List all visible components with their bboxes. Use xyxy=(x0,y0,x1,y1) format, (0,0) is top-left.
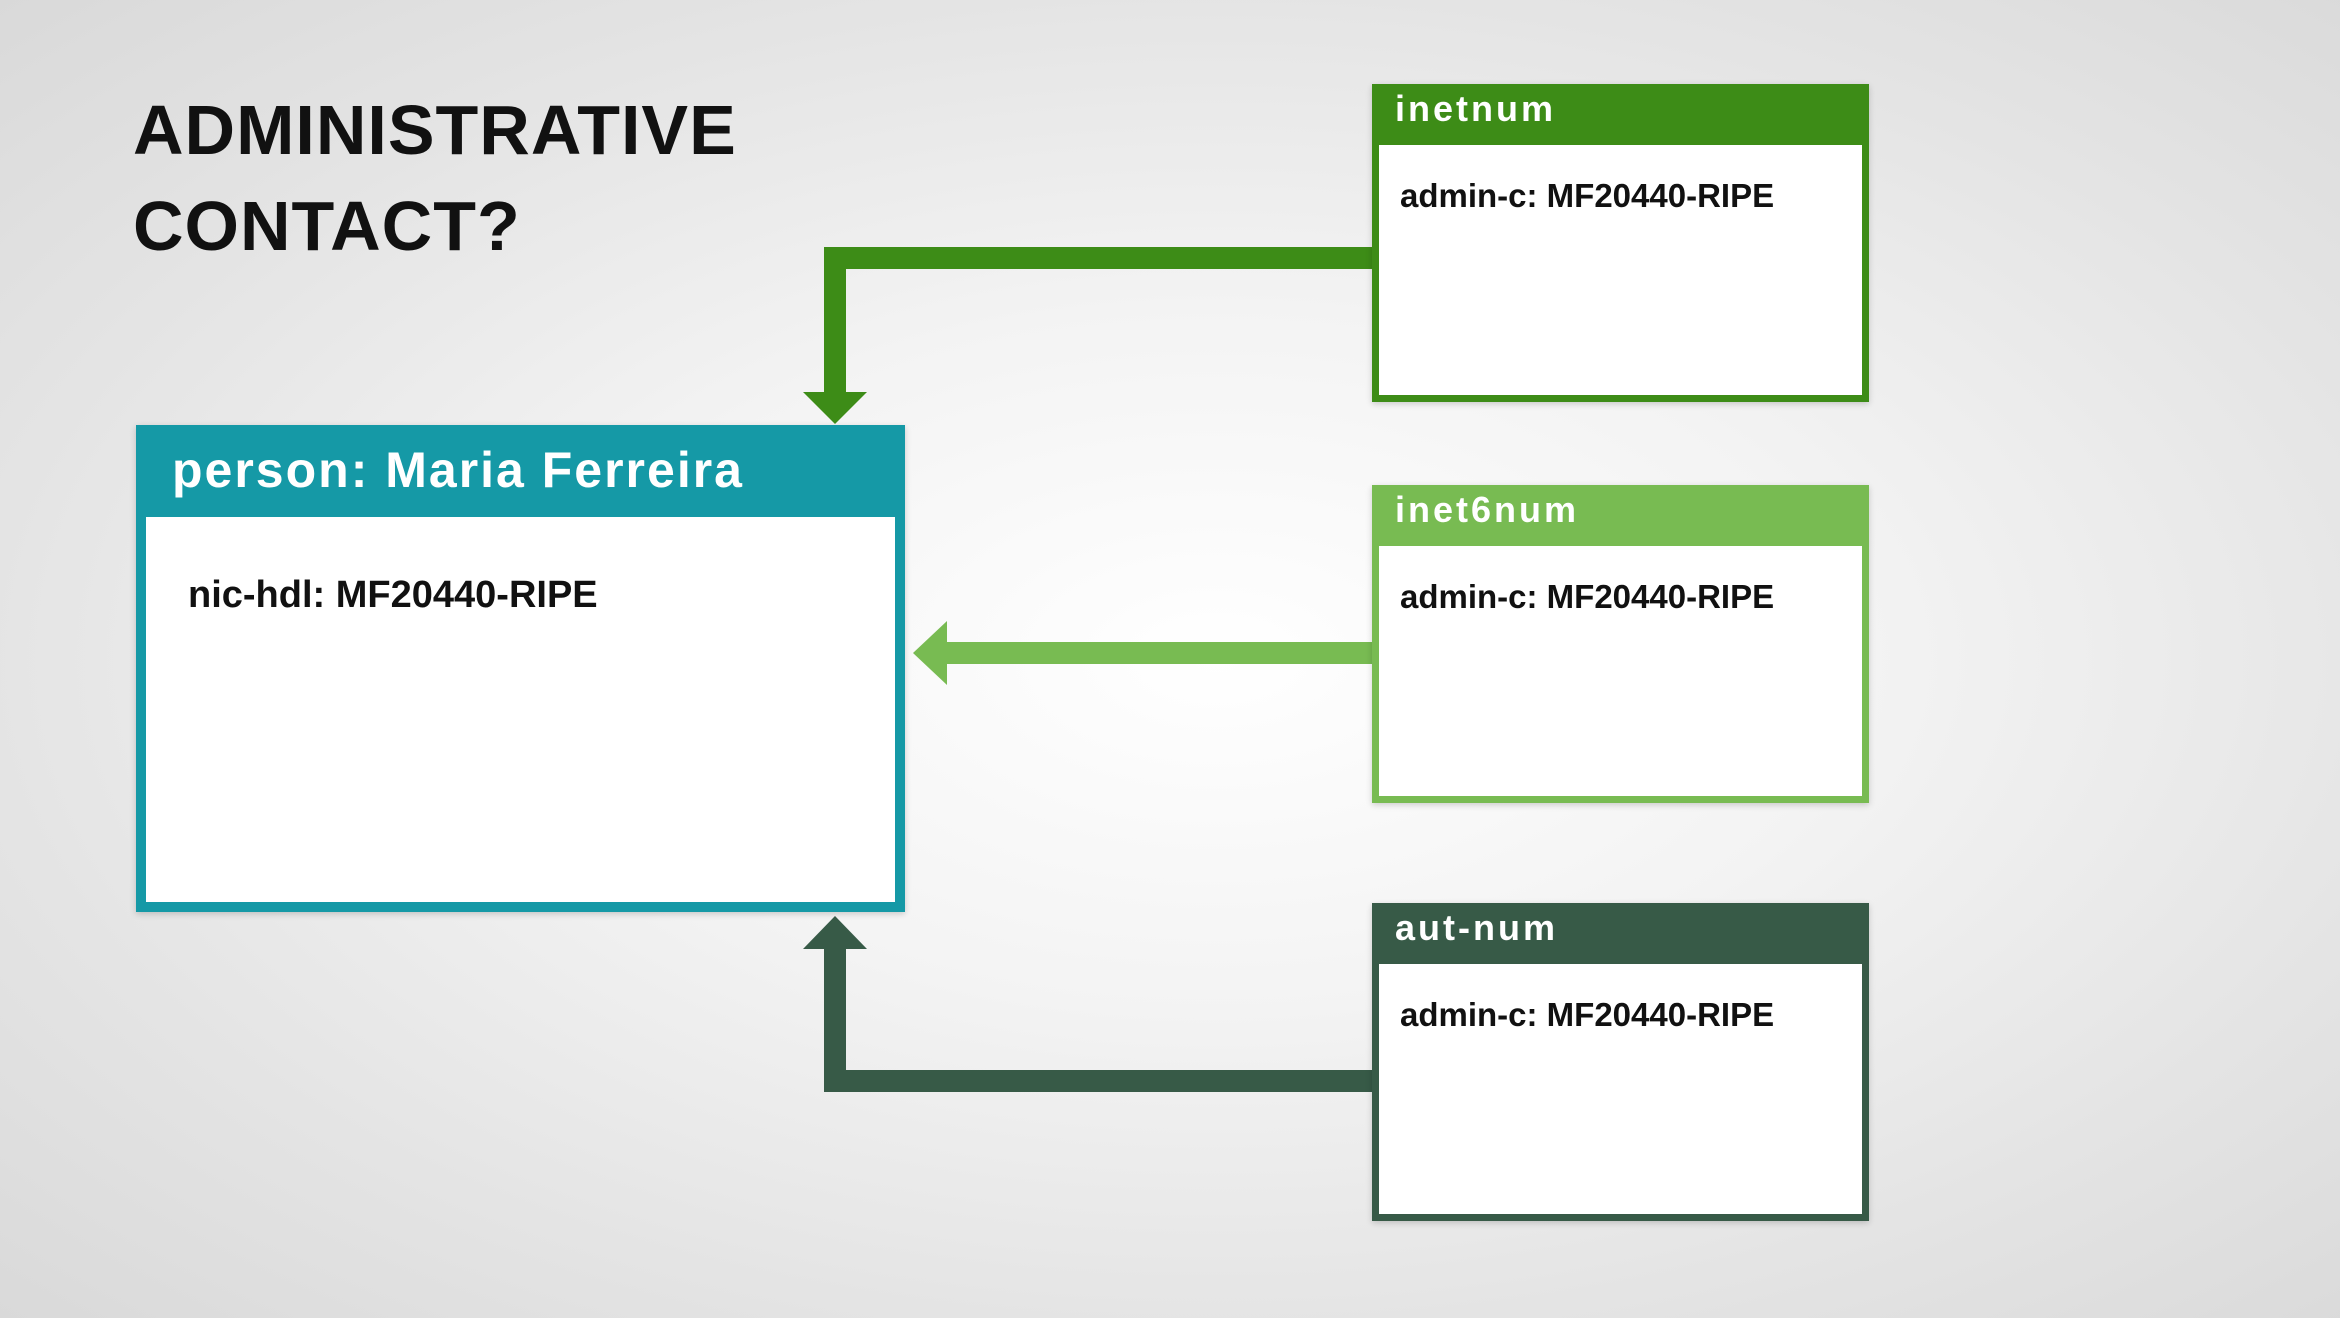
person-box: person: Maria Ferreira nic-hdl: MF20440-… xyxy=(136,425,905,912)
person-nic-hdl: nic-hdl: MF20440-RIPE xyxy=(188,574,598,616)
title-line-1: ADMINISTRATIVE xyxy=(133,91,737,169)
autnum-admin-c: admin-c: MF20440-RIPE xyxy=(1400,996,1775,1033)
autnum-box-header: aut-num xyxy=(1372,903,1869,964)
inetnum-admin-c: admin-c: MF20440-RIPE xyxy=(1400,177,1775,214)
inetnum-box: inetnum admin-c: MF20440-RIPE xyxy=(1372,84,1869,402)
inet6num-arrow xyxy=(913,621,1372,685)
inetnum-box-header: inetnum xyxy=(1372,84,1869,145)
autnum-box: aut-num admin-c: MF20440-RIPE xyxy=(1372,903,1869,1221)
inet6num-admin-c: admin-c: MF20440-RIPE xyxy=(1400,578,1775,615)
title-line-2: CONTACT? xyxy=(133,187,521,265)
inetnum-arrow xyxy=(803,247,1372,424)
autnum-arrow xyxy=(803,916,1372,1092)
inet6num-box-header: inet6num xyxy=(1372,485,1869,546)
person-box-header: person: Maria Ferreira xyxy=(136,425,905,517)
inet6num-box: inet6num admin-c: MF20440-RIPE xyxy=(1372,485,1869,803)
page-title: ADMINISTRATIVE CONTACT? xyxy=(133,82,737,274)
